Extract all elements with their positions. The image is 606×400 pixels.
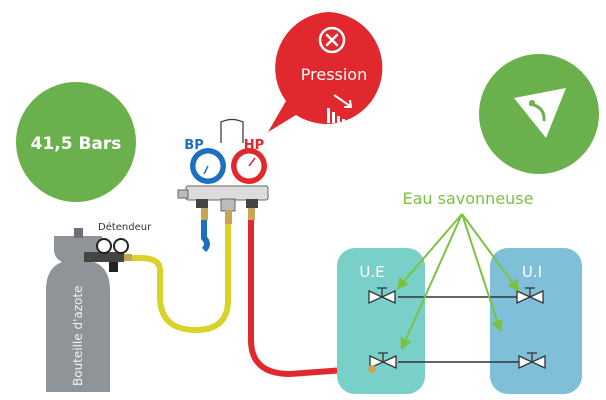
nitrogen-bottle: Bouteille d'azote [46,228,110,392]
valve-ui-bottom [518,352,546,370]
arrow-to-ue-bottom [400,213,463,351]
bottle-body [46,236,110,392]
high-pressure-gauge [231,148,267,184]
regulator-gauge-right [113,238,129,254]
manifold-gauge: BP HP [177,118,269,253]
pressure-alert-bubble: Pression [268,12,383,132]
regulator-outlet [124,254,132,261]
speech-bubble-shape [268,12,383,132]
regulator: Détendeur [84,221,152,272]
low-valve-knob [196,199,208,208]
arrow-to-ue-top [396,213,463,290]
pressure-badge-circle [16,82,136,202]
pressure-label: Pression [301,65,367,84]
center-port [220,198,236,212]
low-pressure-label: BP [184,138,203,153]
manifold-body [185,185,269,201]
eye-icon [514,88,566,138]
pressure-decrease-icon [327,94,353,123]
arrow-to-ui-top [461,213,520,292]
bottle-label: Bouteille d'azote [71,286,85,386]
yellow-hose [122,224,231,334]
valve-ui-top [516,287,544,305]
soapy-water-label: Eau savonneuse [403,189,534,208]
high-fitting [248,208,255,220]
valve-ue-bottom [369,352,397,370]
soapy-water-arrows [396,213,520,351]
low-pressure-gauge [190,148,226,184]
arrow-to-ui-bottom [461,213,503,333]
pressure-value: 41,5 Bars [31,134,122,154]
regulator-knob [109,262,118,272]
close-icon [318,26,346,54]
inspect-badge [479,54,599,174]
bottle-valve [74,228,83,238]
regulator-body [84,252,124,262]
blue-hose [201,220,210,253]
low-fitting [201,208,208,220]
regulator-label: Détendeur [98,221,152,233]
outdoor-unit-label: U.I [522,263,542,281]
red-hose [248,220,373,378]
valve-ue-top [368,287,396,305]
regulator-gauge-left [96,238,112,254]
high-valve-knob [246,199,258,208]
manifold-port [177,189,189,199]
indoor-unit-label: U.E [359,263,384,281]
pressure-badge: 41,5 Bars [16,82,136,202]
center-fitting [225,210,232,224]
service-port-fitting [368,365,376,373]
manifold-hanger [220,118,244,143]
